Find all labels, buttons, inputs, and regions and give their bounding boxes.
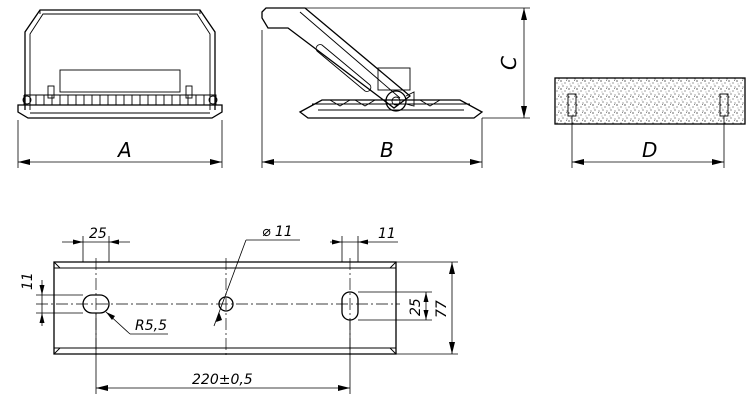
dim-label-a: A	[116, 138, 132, 162]
dim-label-plate-height: 77	[434, 300, 450, 318]
dim-label-hole-diameter: ⌀ 11	[262, 224, 293, 240]
dim-label-slot-radius: R5,5	[135, 318, 167, 334]
dim-label-slot-length: 25	[408, 298, 424, 316]
dim-label-c: C	[497, 56, 521, 70]
dim-label-slot-width: 11	[378, 226, 396, 242]
dim-label-d: D	[642, 138, 657, 162]
front-view	[17, 9, 223, 168]
mounting-plate	[36, 236, 458, 394]
side-view	[261, 7, 530, 168]
dim-label-hole-pitch: 220±0,5	[192, 372, 253, 388]
bracket-view	[554, 77, 746, 168]
dim-label-b: B	[380, 138, 394, 162]
dim-label-left-slot-height: 11	[20, 272, 36, 290]
dim-label-slot-spacing: 25	[89, 226, 107, 242]
